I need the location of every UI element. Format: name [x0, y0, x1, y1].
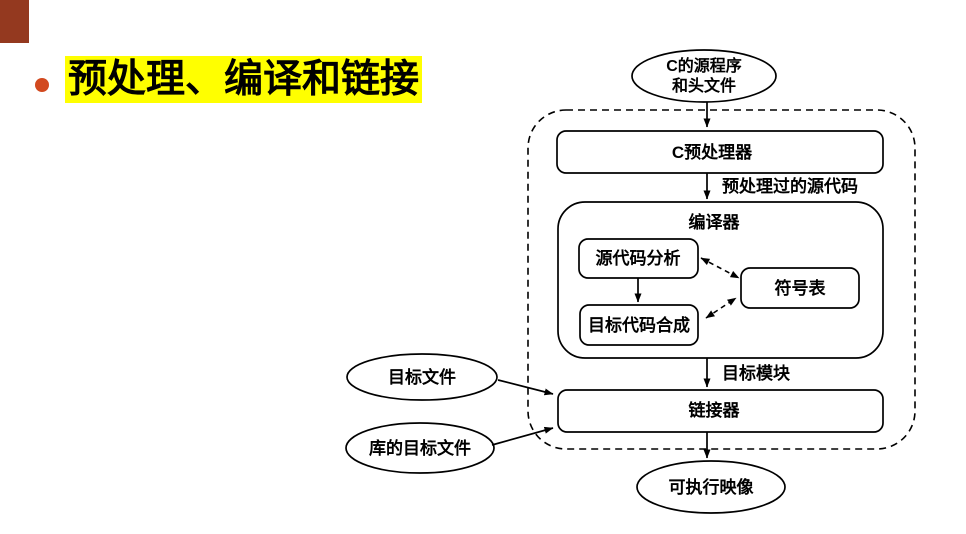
library-object-files-ellipse: [345, 422, 495, 474]
linker-label: 链接器: [689, 400, 741, 420]
library-object-files-label: 库的目标文件: [369, 438, 471, 458]
compiler-label: 编译器: [689, 212, 741, 232]
executable-image-ellipse: [636, 460, 786, 514]
dashed-arrow-analysis-symbol-table: [700, 257, 740, 279]
preprocessor-label: C预处理器: [672, 142, 753, 162]
object-file-ellipse: [346, 353, 498, 401]
target-module-label: 目标模块: [722, 363, 791, 383]
preprocessor-box: [556, 130, 884, 174]
source-files-label-line2: 和头文件: [672, 76, 736, 95]
linker-box: [557, 389, 884, 433]
source-files-label-line1: C的源程序: [666, 56, 742, 75]
object-file-label: 目标文件: [388, 367, 456, 387]
code-synthesis-box: [579, 304, 699, 346]
arrow-object-file-to-linker: [497, 379, 554, 396]
executable-image-label: 可执行映像: [669, 477, 755, 497]
symbol-table-box: [740, 267, 860, 309]
corner-accent: [0, 0, 29, 43]
arrow-library-to-linker: [491, 426, 554, 446]
slide-title: 预处理、编译和链接: [65, 56, 423, 103]
dashed-arrow-synthesis-symbol-table: [705, 297, 737, 319]
compiler-box: [557, 201, 884, 359]
bullet-icon: [35, 78, 49, 92]
source-analysis-label: 源代码分析: [596, 248, 681, 268]
preprocessed-source-label: 预处理过的源代码: [722, 176, 858, 196]
symbol-table-label: 符号表: [775, 278, 827, 298]
code-synthesis-label: 目标代码合成: [588, 315, 690, 335]
source-files-ellipse: [631, 49, 777, 103]
